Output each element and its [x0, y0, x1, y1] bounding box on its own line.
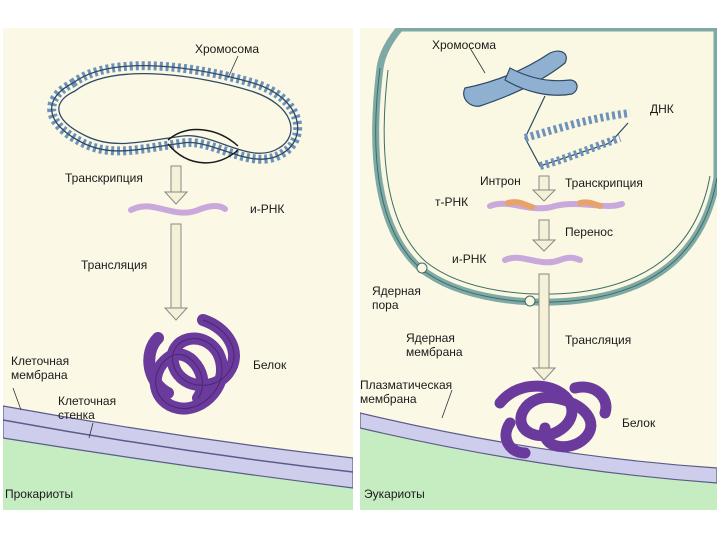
- translation-label: Трансляция: [565, 333, 631, 347]
- transcription-label: Транскрипция: [65, 171, 143, 185]
- dna-label: ДНК: [650, 102, 674, 116]
- nuclear-pore-label: Ядерная пора: [372, 284, 421, 312]
- translation-label: Трансляция: [81, 258, 147, 272]
- membrane-leader: [13, 388, 21, 410]
- transcription-label: Транскрипция: [565, 176, 643, 190]
- chromosome-label: Хромосома: [195, 42, 259, 56]
- nuclear-membrane-label: Ядерная мембрана: [406, 331, 463, 359]
- protein-label: Белок: [622, 416, 655, 430]
- intron-label: Интрон: [480, 174, 521, 188]
- circular-chromosome: [52, 66, 298, 163]
- eukaryote-title: Эукариоты: [364, 487, 425, 501]
- plasma-membrane-label: Плазматическая мембрана: [360, 378, 452, 406]
- eukaryote-illustration: [360, 28, 717, 510]
- trna-label: т-РНК: [435, 195, 468, 209]
- protein-coil: [500, 386, 606, 453]
- cell-wall-label: Клеточная стенка: [58, 394, 116, 422]
- prokaryote-illustration: [3, 28, 353, 510]
- prokaryote-title: Прокариоты: [5, 487, 73, 501]
- mrna-label: и-РНК: [250, 202, 284, 216]
- prokaryote-panel: Хромосома Транскрипция и-РНК Трансляция …: [3, 28, 353, 510]
- transfer-label: Перенос: [565, 225, 613, 239]
- mrna-strand: [131, 206, 225, 213]
- mrna-label: и-РНК: [452, 252, 486, 266]
- translation-arrow: [165, 224, 187, 320]
- chromosome-label: Хромосома: [432, 38, 496, 52]
- intron-segment: [580, 202, 600, 206]
- cell-membrane-label: Клеточная мембрана: [11, 354, 69, 382]
- eukaryote-panel: Хромосома ДНК Интрон Транскрипция т-РНК …: [360, 28, 717, 510]
- protein-label: Белок: [253, 358, 286, 372]
- transcription-arrow: [165, 166, 187, 204]
